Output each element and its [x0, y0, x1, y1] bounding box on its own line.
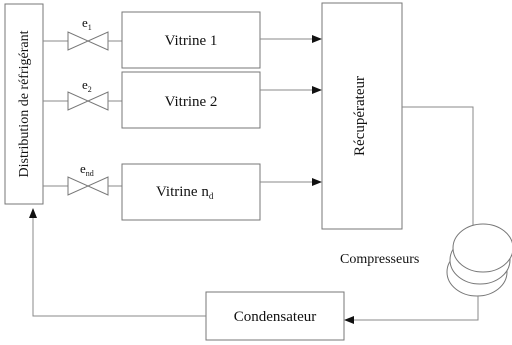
- vitrine-1-label: Vitrine 1: [165, 33, 218, 49]
- condenser-label: Condensateur: [234, 309, 316, 325]
- vitrine-3-label: Vitrine nd: [156, 184, 214, 201]
- arrow-compressors-to-condenser: [344, 296, 479, 324]
- distribution-box: [4, 3, 44, 205]
- valve-2-icon: [67, 91, 109, 111]
- valve-1-label: e1: [82, 15, 92, 32]
- valve-3-icon: [67, 176, 109, 196]
- valve-2-label: e2: [82, 77, 92, 94]
- vitrine-2-box: [121, 71, 261, 129]
- arrow-condenser-to-distribution: [29, 208, 206, 317]
- recuperator-label: Récupérateur: [352, 76, 368, 156]
- vitrine-1-box: [121, 11, 261, 69]
- distribution-label: Distribution de réfrigérant: [17, 30, 32, 177]
- compressors-label: Compresseurs: [340, 252, 419, 267]
- valve-3-label: end: [80, 161, 94, 178]
- condenser-box: [205, 291, 345, 341]
- vitrine-3-box: [121, 163, 261, 221]
- compressors-icon: [446, 223, 512, 297]
- recuperator-box: [321, 2, 403, 230]
- valve-1-icon: [67, 31, 109, 51]
- pipe-recuperator-to-compressors: [402, 106, 474, 228]
- vitrine-2-label: Vitrine 2: [165, 94, 218, 110]
